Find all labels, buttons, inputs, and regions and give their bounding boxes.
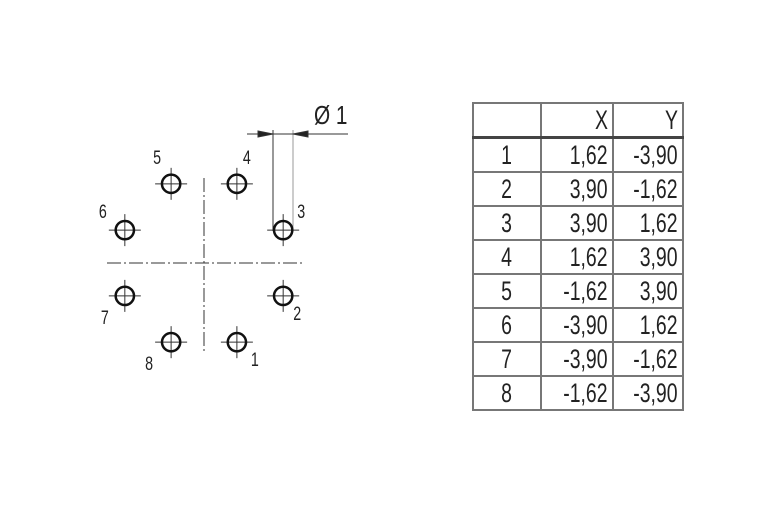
pin-hole-circle: [114, 285, 136, 307]
pin-label: 1: [251, 349, 259, 370]
cell-text: 1: [501, 140, 513, 170]
table-row: 8 -1,62 -3,90: [472, 375, 684, 411]
cell-text: 3: [501, 208, 513, 238]
cell-text: 8: [501, 378, 513, 408]
table-cell: 3,90: [540, 205, 614, 241]
table-cell: -3,90: [540, 341, 614, 377]
cell-text: -3,90: [563, 344, 608, 374]
cell-text: -1,62: [633, 344, 678, 374]
table-cell: -1,62: [612, 341, 684, 377]
pin-label: 4: [243, 147, 251, 168]
cell-text: 7: [501, 344, 513, 374]
table-cell: 4: [472, 239, 542, 275]
pin-hole-circle: [226, 331, 248, 353]
pin-hole-circle: [114, 219, 136, 241]
cell-text: -3,90: [633, 140, 678, 170]
table-cell: 1: [472, 136, 542, 173]
cell-text: X: [595, 105, 608, 135]
cell-text: -3,90: [633, 378, 678, 408]
pin-hole-circle: [160, 331, 182, 353]
pin-8: 8: [145, 326, 188, 375]
pin-label: 5: [153, 147, 161, 168]
table-cell: 6: [472, 307, 542, 343]
table-cell: 3,90: [540, 171, 614, 207]
diameter-label: Ø 1: [314, 101, 348, 130]
diameter-dimension: [247, 130, 348, 231]
pin-3: 3: [267, 201, 305, 247]
table-cell: 8: [472, 375, 542, 411]
table-cell: 1,62: [540, 239, 614, 275]
pin-7: 7: [101, 279, 141, 328]
cell-text: 6: [501, 310, 513, 340]
pin-label: 2: [293, 303, 301, 324]
pin-label: 3: [297, 201, 305, 222]
table-cell: -1,62: [540, 273, 614, 309]
cell-text: 2: [501, 174, 513, 204]
table-cell: 1,62: [612, 205, 684, 241]
table-cell: -3,90: [540, 307, 614, 343]
pin-label: 6: [99, 201, 107, 222]
table-cell: Y: [612, 102, 684, 139]
cell-text: -1,62: [633, 174, 678, 204]
table-row: 7 -3,90 -1,62: [472, 341, 684, 377]
table-row: 2 3,90 -1,62: [472, 171, 684, 207]
table-cell: 5: [472, 273, 542, 309]
pin-2: 2: [267, 279, 301, 324]
cell-text: Y: [665, 105, 678, 135]
cell-text: 3,90: [570, 174, 608, 204]
pin-1: 1: [220, 326, 259, 371]
cell-text: 1,62: [570, 242, 608, 272]
table-cell: -3,90: [612, 375, 684, 411]
table-row: 6 -3,90 1,62: [472, 307, 684, 343]
table-cell: [472, 102, 542, 139]
pin-label: 7: [101, 307, 109, 328]
pin-label: 8: [145, 353, 153, 374]
table-cell: -1,62: [612, 171, 684, 207]
cell-text: 3,90: [640, 276, 678, 306]
cell-text: 4: [501, 242, 513, 272]
cell-text: 1,62: [570, 140, 608, 170]
cell-text: 1,62: [640, 208, 678, 238]
pin-hole-circle: [226, 173, 248, 195]
table-row: 4 1,62 3,90: [472, 239, 684, 275]
cell-text: 3,90: [570, 208, 608, 238]
table-cell: 1,62: [540, 136, 614, 173]
pin-hole-circle: [272, 285, 294, 307]
cell-text: -1,62: [563, 276, 608, 306]
cell-text: -3,90: [563, 310, 608, 340]
pins: 1 2 3 4 5 6 7 8: [99, 147, 305, 375]
cell-text: -1,62: [563, 378, 608, 408]
table-row: 3 3,90 1,62: [472, 205, 684, 241]
table-cell: -3,90: [612, 136, 684, 173]
pin-5: 5: [153, 147, 188, 200]
pin-hole-circle: [160, 173, 182, 195]
cell-text: 5: [501, 276, 513, 306]
table-cell: 1,62: [612, 307, 684, 343]
table-cell: -1,62: [540, 375, 614, 411]
pin-6: 6: [99, 201, 141, 247]
cell-text: 1,62: [640, 310, 678, 340]
table-cell: 2: [472, 171, 542, 207]
pin-hole-circle: [272, 219, 294, 241]
arrow-right: [292, 130, 309, 138]
pin-4: 4: [220, 147, 253, 200]
center-lines: [107, 178, 302, 352]
table-row: 1 1,62 -3,90: [472, 136, 684, 173]
cell-text: 3,90: [640, 242, 678, 272]
arrow-left: [257, 130, 274, 138]
table-cell: 7: [472, 341, 542, 377]
table-cell: 3,90: [612, 239, 684, 275]
table-cell: X: [540, 102, 614, 139]
table-cell: 3: [472, 205, 542, 241]
table-row: 5 -1,62 3,90: [472, 273, 684, 309]
table-cell: 3,90: [612, 273, 684, 309]
